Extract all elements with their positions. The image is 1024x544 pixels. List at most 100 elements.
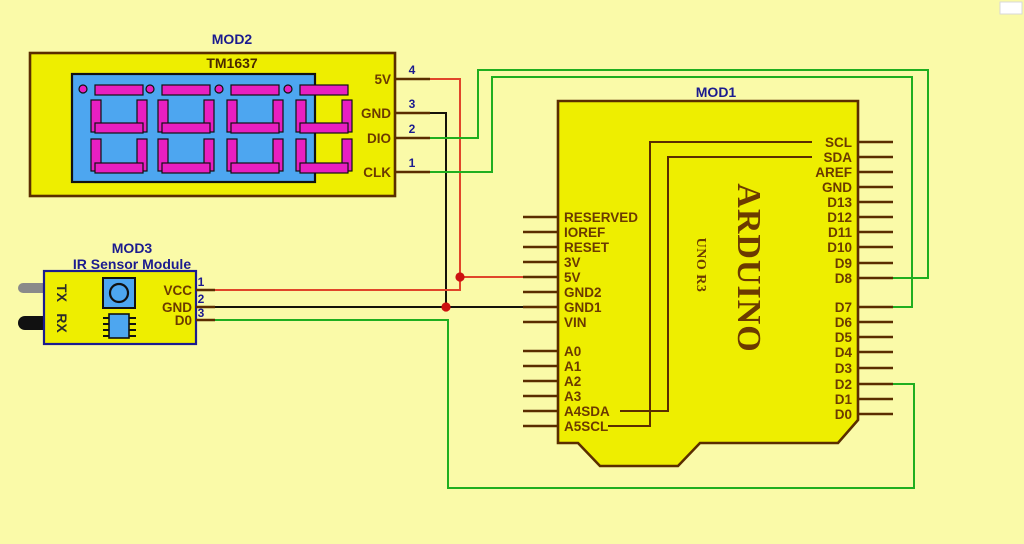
- arduino-right-pin-label: D6: [835, 315, 853, 330]
- sensor-ref-label: MOD3: [112, 240, 153, 256]
- sensor-pin-row: GND 2: [162, 292, 215, 315]
- arduino-right-pin-label: D10: [827, 240, 852, 255]
- sensor-pin-label: GND: [162, 300, 192, 315]
- arduino-right-pin-label: D7: [835, 300, 852, 315]
- arduino-right-pin-label: D12: [827, 210, 852, 225]
- arduino-pin-row: A0: [523, 344, 581, 359]
- display-value-label: TM1637: [206, 55, 258, 71]
- arduino-pin-row: D0: [835, 407, 893, 422]
- arduino-pin-row: SCL: [825, 135, 893, 150]
- arduino-pin-row: D4: [835, 345, 893, 360]
- arduino-pin-row: A1: [523, 359, 582, 374]
- arduino-left-pin-label: A5SCL: [564, 419, 608, 434]
- display-pin-label: 5V: [374, 72, 391, 87]
- display-pin-label: GND: [361, 106, 391, 121]
- arduino-left-pin-label: VIN: [564, 315, 587, 330]
- arduino-left-pin-label: A2: [564, 374, 581, 389]
- wire-sensor-d0-to-d2: [196, 319, 915, 489]
- arduino-right-pin-label: D0: [835, 407, 852, 422]
- module-ir-sensor[interactable]: MOD3 IR Sensor Module TX RX: [18, 240, 215, 346]
- display-pin-row: 5V 4: [374, 63, 430, 87]
- arduino-right-pins: SCL SDA AREF GND D13 D12 D11 D10 D9: [815, 135, 893, 422]
- arduino-left-pin-label: RESERVED: [564, 210, 638, 225]
- arduino-right-pin-label: D9: [835, 256, 852, 271]
- display-pin-row: GND 3: [361, 97, 430, 121]
- wire-display-clk-to-d7: [395, 76, 913, 308]
- sensor-pin-row: VCC 1: [163, 275, 215, 298]
- trace-a5scl-to-scl: [608, 141, 812, 427]
- trace-a4sda-to-sda: [620, 156, 812, 412]
- module-display[interactable]: MOD2 TM1637: [28, 31, 430, 198]
- arduino-right-pin-label: SCL: [825, 135, 852, 150]
- arduino-pin-row: D12: [827, 210, 893, 225]
- arduino-pin-row: D5: [835, 330, 893, 345]
- arduino-pin-row: 5V: [523, 270, 581, 285]
- junction-5v: [455, 272, 465, 282]
- arduino-pin-row: D8: [835, 271, 893, 286]
- arduino-right-pin-label: D5: [835, 330, 853, 345]
- wire-sensor-vcc: [196, 277, 461, 291]
- sensor-tx-lead: [18, 283, 48, 293]
- display-digit: [145, 84, 215, 174]
- sensor-tx-label: TX: [54, 284, 70, 303]
- arduino-pin-row: RESERVED: [523, 210, 638, 225]
- arduino-pin-row: GND2: [523, 285, 602, 300]
- arduino-pin-row: A3: [523, 389, 582, 404]
- sensor-pin-number: 1: [198, 275, 205, 289]
- arduino-right-pin-label: SDA: [823, 150, 852, 165]
- arduino-right-pin-label: D1: [835, 392, 853, 407]
- arduino-left-pin-label: GND1: [564, 300, 602, 315]
- display-pin-row: DIO 2: [367, 122, 430, 146]
- arduino-pin-row: D11: [828, 225, 893, 240]
- display-pin-row: CLK 1: [363, 156, 430, 180]
- arduino-pin-row: D7: [835, 300, 893, 315]
- arduino-left-pin-label: A0: [564, 344, 581, 359]
- arduino-pin-row: D13: [827, 195, 893, 210]
- display-pin-label: DIO: [367, 131, 391, 146]
- sensor-rx-lead: [18, 316, 51, 330]
- arduino-left-pin-label: GND2: [564, 285, 602, 300]
- arduino-left-pin-label: IOREF: [564, 225, 605, 240]
- arduino-left-pin-label: 5V: [564, 270, 581, 285]
- arduino-pin-row: D2: [835, 377, 893, 392]
- arduino-right-pin-label: GND: [822, 180, 852, 195]
- arduino-pin-row: VIN: [523, 315, 587, 330]
- arduino-pin-row: 3V: [523, 255, 581, 270]
- arduino-pin-row: D3: [835, 361, 893, 376]
- arduino-left-pin-label: A1: [564, 359, 582, 374]
- ir-chip-icon: [103, 313, 136, 339]
- arduino-right-pin-label: D2: [835, 377, 852, 392]
- display-digit: [214, 84, 284, 174]
- arduino-pin-row: A5SCL: [523, 419, 608, 434]
- arduino-ref-label: MOD1: [696, 84, 737, 100]
- arduino-left-pin-label: RESET: [564, 240, 610, 255]
- arduino-body: [556, 99, 860, 468]
- display-pin-label: CLK: [363, 165, 391, 180]
- display-pin-number: 3: [409, 97, 416, 111]
- junction-gnd: [441, 302, 451, 312]
- arduino-body-name: ARDUINO: [730, 183, 767, 352]
- display-digit: [78, 84, 148, 174]
- display-digit: [283, 84, 353, 174]
- arduino-pin-row: GND: [822, 180, 893, 195]
- arduino-left-pins: RESERVED IOREF RESET 3V 5V GND2 GND1 VIN…: [523, 210, 638, 434]
- sensor-pin-label: D0: [175, 313, 192, 328]
- arduino-pin-row: IOREF: [523, 225, 605, 240]
- sensor-value-label: IR Sensor Module: [73, 256, 191, 272]
- arduino-left-pin-label: A3: [564, 389, 582, 404]
- module-arduino[interactable]: MOD1 ARDUINO UNO R3 RESERVED IOREF RESET…: [523, 84, 893, 468]
- arduino-left-pin-label: A4SDA: [564, 404, 610, 419]
- arduino-right-pin-label: AREF: [815, 165, 852, 180]
- sensor-pin-number: 3: [198, 306, 205, 320]
- arduino-pin-row: A2: [523, 374, 581, 389]
- display-pin-number: 4: [409, 63, 416, 77]
- wire-display-dio-to-d8: [395, 69, 929, 279]
- arduino-pin-row: GND1: [523, 300, 602, 315]
- arduino-pin-row: RESET: [523, 240, 610, 255]
- sensor-pin-label: VCC: [163, 283, 192, 298]
- arduino-right-pin-label: D13: [827, 195, 852, 210]
- arduino-pin-row: A4SDA: [523, 404, 610, 419]
- display-pin-number: 1: [409, 156, 416, 170]
